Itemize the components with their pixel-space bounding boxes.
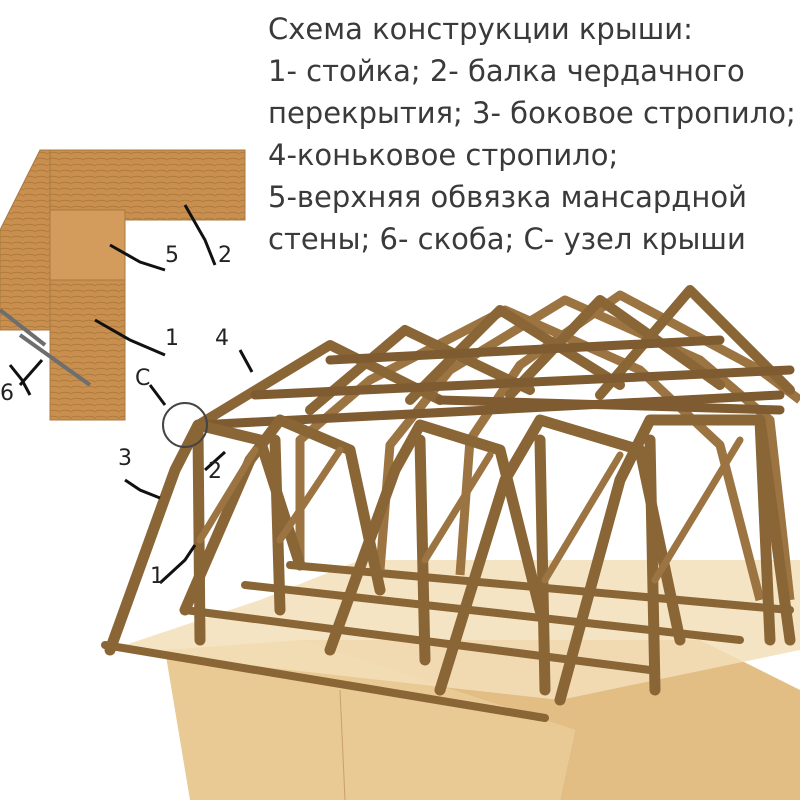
legend-line-4: 5-верхняя обвязка мансардной (268, 180, 747, 214)
legend-title: Схема конструкции крыши: (268, 12, 693, 46)
label-1-detail: 1 (165, 326, 179, 351)
leader-lines (8, 204, 254, 585)
legend-line-5: стены; 6- скоба; С- узел крыши (268, 222, 746, 256)
legend-line-3: 4-коньковое стропило; (268, 138, 619, 172)
braces (196, 436, 744, 584)
ridge-rafters (193, 285, 795, 430)
label-4: 4 (215, 326, 229, 351)
label-2: 2 (208, 459, 222, 484)
roof-node-marker (162, 402, 208, 448)
label-c: С (135, 366, 150, 391)
label-3: 3 (118, 446, 132, 471)
legend-line-1: 1- стойка; 2- балка чердачного (268, 54, 745, 88)
joint-detail (0, 149, 246, 421)
label-2-detail: 2 (218, 243, 232, 268)
label-6-detail: 6 (0, 381, 14, 406)
label-5-detail: 5 (165, 243, 179, 268)
legend-line-2: перекрытия; 3- боковое стропило; (268, 96, 796, 130)
label-1: 1 (150, 564, 164, 589)
top-purlins (193, 335, 795, 430)
legend: Схема конструкции крыши: 1- стойка; 2- б… (268, 8, 800, 260)
